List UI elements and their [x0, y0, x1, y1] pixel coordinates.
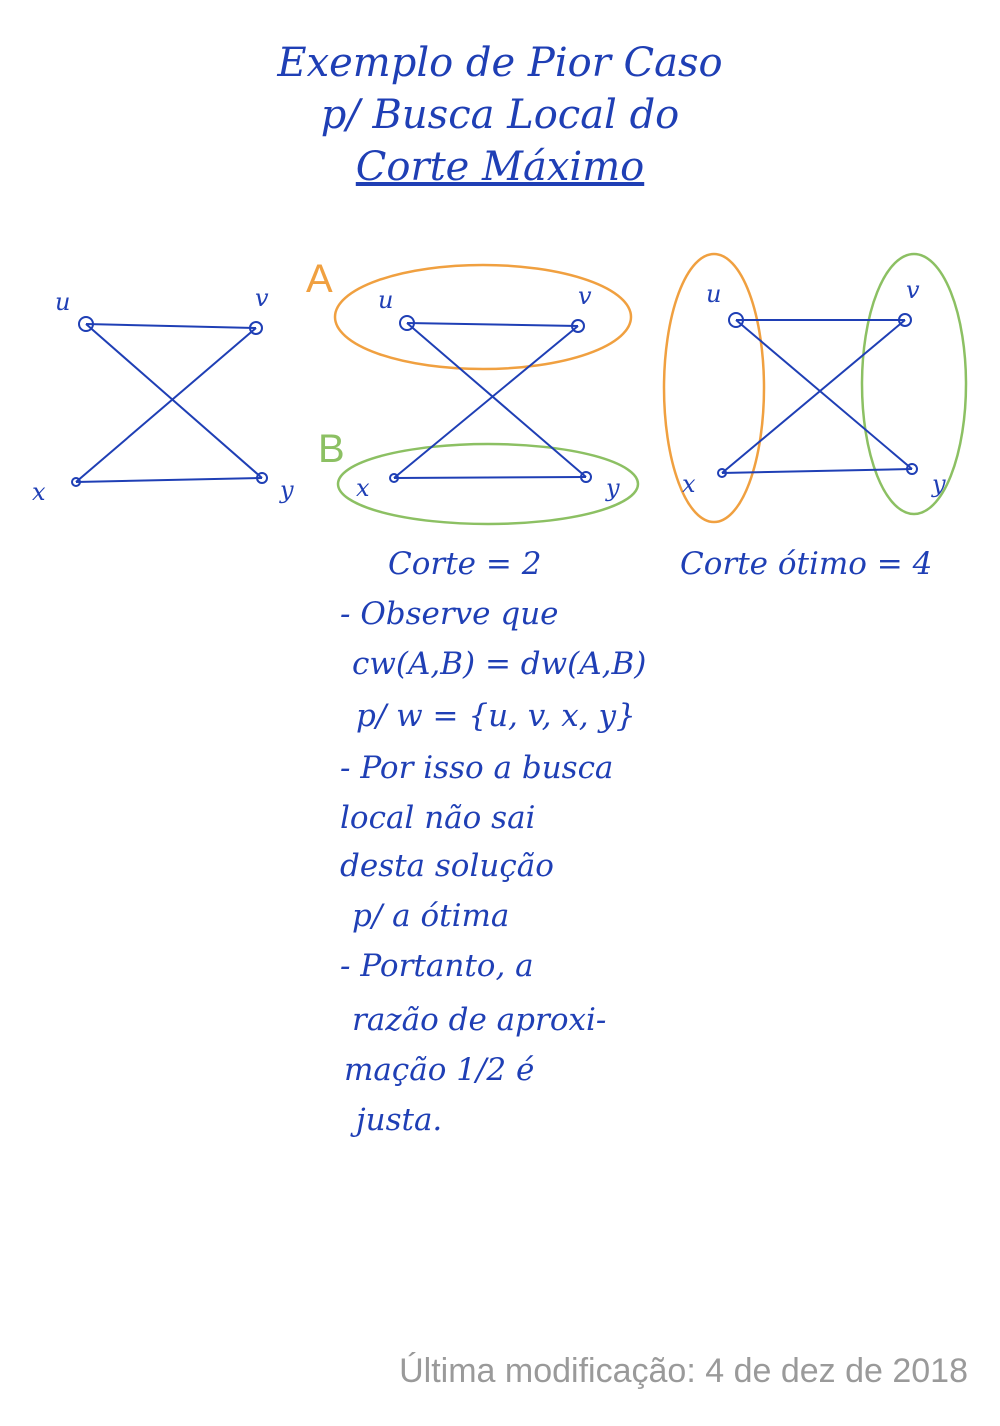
set-a-label: A [306, 257, 333, 301]
edge-u-y [406, 322, 587, 478]
vertex-label-x: x [356, 474, 370, 502]
local-cut-value: Corte = 2 [388, 546, 542, 582]
note-line-6: desta solução [340, 848, 554, 884]
edge-u-v [85, 323, 257, 329]
edge-u-v [406, 322, 579, 327]
graph-local [389, 315, 592, 483]
edge-u-y [85, 323, 263, 479]
page-title-line-2: p/ Busca Local do [320, 92, 680, 138]
vertex-v [571, 319, 585, 333]
vertex-label-u: u [378, 286, 393, 314]
vertex-y [906, 463, 918, 475]
note-line-8: - Portanto, a [340, 948, 534, 984]
edge-x-y [393, 476, 587, 479]
vertex-v [249, 321, 263, 335]
vertex-u [78, 316, 94, 332]
optimal-set-left-ellipse [662, 252, 766, 524]
note-line-9: razão de aproxi- [352, 1002, 607, 1038]
set-b-label: B [318, 427, 345, 471]
note-line-11: justa. [356, 1102, 443, 1138]
vertex-x [389, 473, 399, 483]
last-modified-footer: Última modificação: 4 de dez de 2018 [399, 1352, 968, 1390]
note-line-7: p/ a ótima [352, 898, 510, 934]
vertex-label-x: x [32, 478, 46, 506]
vertex-y [580, 471, 592, 483]
graph-diagrams: u v x y A B u v x y u v x y [32, 252, 968, 526]
vertex-label-v: v [578, 282, 592, 310]
note-line-1: - Observe que [340, 596, 559, 632]
set-b-ellipse [336, 442, 640, 526]
vertex-x [717, 468, 727, 478]
optimal-cut-value: Corte ótimo = 4 [680, 546, 933, 582]
vertex-label-u: u [706, 280, 721, 308]
note-line-4: - Por isso a busca [340, 750, 614, 786]
optimal-set-right-ellipse [860, 252, 968, 516]
note-line-3: p/ w = {u, v, x, y} [356, 698, 636, 734]
vertex-u [399, 315, 415, 331]
note-line-2: cw(A,B) = dw(A,B) [352, 646, 647, 682]
vertex-y [256, 472, 268, 484]
vertex-v [898, 313, 912, 327]
vertex-label-v: v [906, 276, 920, 304]
vertex-label-x: x [682, 470, 696, 498]
note-line-10: mação 1/2 é [344, 1052, 535, 1088]
edge-x-y [75, 477, 263, 483]
page-title-line-3: Corte Máximo [355, 144, 645, 190]
set-a-ellipse [333, 263, 633, 371]
graph-optimal [717, 312, 918, 478]
edge-v-x [393, 325, 579, 479]
vertex-label-u: u [55, 288, 70, 316]
page-title-line-1: Exemplo de Pior Caso [277, 40, 723, 86]
edge-u-y [735, 319, 913, 470]
vertex-label-y: y [279, 476, 294, 504]
vertex-label-v: v [255, 284, 269, 312]
vertex-x [71, 477, 81, 487]
vertex-label-y: y [605, 474, 620, 502]
graph-plain [71, 316, 268, 487]
edge-v-x [721, 319, 906, 474]
vertex-u [728, 312, 744, 328]
edge-v-x [75, 327, 257, 483]
edge-x-y [721, 468, 913, 474]
vertex-label-y: y [931, 470, 946, 498]
note-line-5: local não sai [340, 800, 536, 836]
